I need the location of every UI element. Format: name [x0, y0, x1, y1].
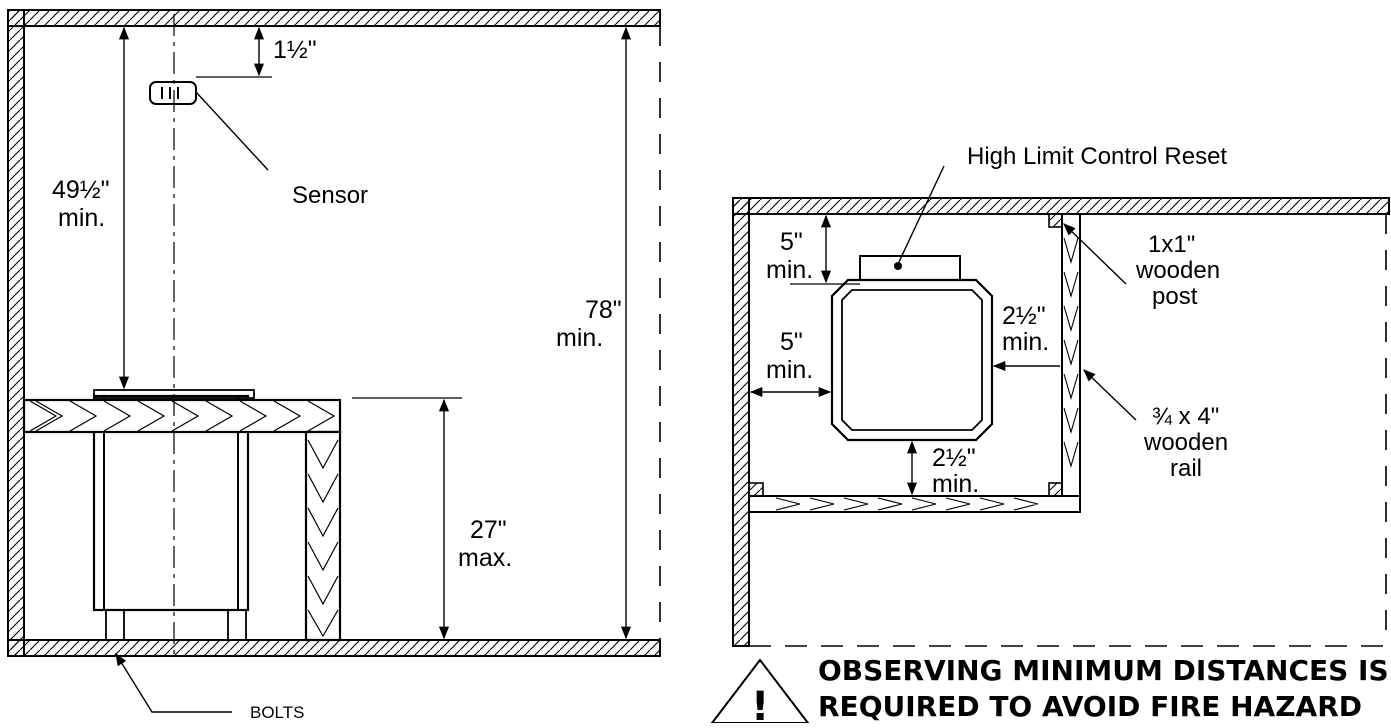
bolts-label: BOLTS — [250, 703, 304, 722]
rail-leader — [1083, 369, 1137, 421]
height-above-heater-value: 49½" — [52, 176, 110, 204]
bolts-leader — [115, 652, 232, 713]
sensor-label: Sensor — [292, 182, 368, 209]
post-leader — [1063, 223, 1127, 285]
post-bottom-right — [1048, 482, 1063, 497]
room-height-value: 78" — [585, 296, 622, 324]
rail-clearance-unit: min. — [1002, 328, 1049, 356]
side-left-wall — [7, 9, 25, 657]
bench-top-chevrons — [35, 400, 336, 432]
bench-leg-chevrons — [307, 439, 339, 638]
rail-clearance-value: 2½" — [1002, 302, 1046, 330]
warning-line-2: REQUIRED TO AVOID FIRE HAZARD — [818, 690, 1362, 723]
sensor-box — [149, 81, 197, 105]
bench-height-unit: max. — [458, 544, 512, 572]
warning-line-1: OBSERVING MINIMUM DISTANCES IS — [818, 654, 1389, 687]
fire-hazard-warning: ! OBSERVING MINIMUM DISTANCES IS REQUIRE… — [709, 654, 1389, 728]
top-view — [732, 165, 1391, 647]
heater-body — [92, 394, 250, 612]
side-view-labels: 1½" Sensor 49½" min. 78" min. 27" max. B… — [52, 36, 622, 722]
rail-label-size: ¾ x 4" — [1152, 403, 1219, 430]
heater-leg-right — [227, 609, 247, 641]
bench-height-value: 27" — [470, 516, 507, 544]
height-above-heater-unit: min. — [58, 204, 105, 232]
post-label-size: 1x1" — [1148, 231, 1195, 258]
rail-label-type: rail — [1170, 455, 1202, 482]
heater-leg-left — [105, 609, 125, 641]
back-clearance-unit: min. — [766, 256, 813, 284]
post-label-type: post — [1152, 283, 1198, 310]
post-bottom-left — [748, 482, 764, 497]
side-clearance-value: 5" — [780, 328, 803, 356]
side-floor — [7, 639, 661, 657]
post-label-material: wooden — [1135, 257, 1220, 284]
bench-top-grain — [29, 400, 58, 432]
side-view — [7, 9, 661, 713]
high-limit-control — [859, 255, 961, 281]
front-clearance-value: 2½" — [932, 444, 976, 472]
room-height-unit: min. — [556, 324, 603, 352]
reset-leader — [897, 165, 945, 265]
plan-left-wall — [732, 197, 750, 647]
sensor-leader — [195, 91, 269, 171]
plan-heater-inner — [841, 289, 983, 431]
reset-label: High Limit Control Reset — [967, 143, 1227, 170]
top-clearance-label: 1½" — [273, 36, 317, 64]
warning-exclamation: ! — [751, 684, 769, 723]
plan-vertical-rail-chevrons — [1063, 237, 1079, 468]
plan-horizontal-rail — [748, 495, 1081, 513]
side-ceiling — [7, 9, 661, 27]
bench-leg — [304, 430, 342, 642]
side-clearance-unit: min. — [766, 356, 813, 384]
back-clearance-value: 5" — [780, 228, 803, 256]
front-clearance-unit: min. — [932, 470, 979, 498]
post-top-right — [1048, 213, 1063, 228]
top-view-labels: High Limit Control Reset 5" min. 5" min.… — [766, 143, 1228, 498]
bench-top-rail — [22, 398, 342, 434]
plan-horizontal-rail-chevrons — [775, 497, 1039, 511]
plan-back-wall — [732, 197, 1390, 215]
rail-label-material: wooden — [1143, 429, 1228, 456]
plan-heater-outer — [830, 278, 994, 442]
